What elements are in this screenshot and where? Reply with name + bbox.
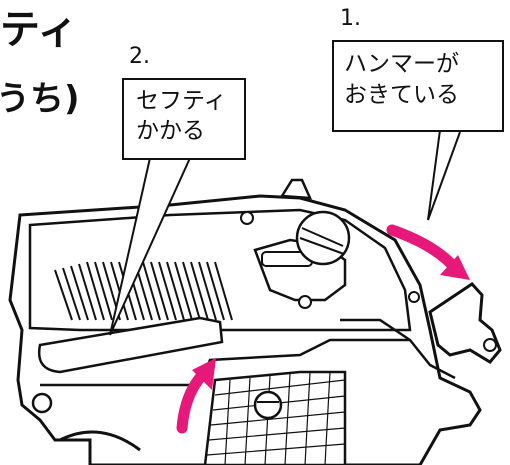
- callout-safety-line-1: セフティ: [136, 88, 227, 114]
- step-2-number: 2.: [129, 44, 150, 69]
- callout-hammer-line-1: ハンマーが: [344, 51, 459, 77]
- callout-safety-line-2: かかる: [136, 118, 205, 144]
- callout-hammer-cocked: ハンマーが おきている: [332, 40, 504, 132]
- curved-arrow-safety: [176, 358, 216, 434]
- callout-safety-on: セフティ かかる: [122, 78, 246, 160]
- slide-release-lever: [37, 316, 224, 374]
- slide-serrations: [54, 261, 233, 321]
- slide: [28, 208, 412, 332]
- curved-arrow-hammer: [386, 224, 470, 280]
- title-line-2: うち): [0, 79, 80, 119]
- leader-safety: [109, 157, 191, 336]
- leader-hammer: [427, 129, 461, 221]
- rear-sight: [279, 178, 312, 200]
- callout-hammer-line-2: おきている: [344, 82, 459, 108]
- step-1-number: 1.: [340, 6, 361, 31]
- grip-screw: [253, 390, 283, 420]
- hammer: [428, 282, 502, 364]
- title-line-1: ティ: [0, 7, 78, 53]
